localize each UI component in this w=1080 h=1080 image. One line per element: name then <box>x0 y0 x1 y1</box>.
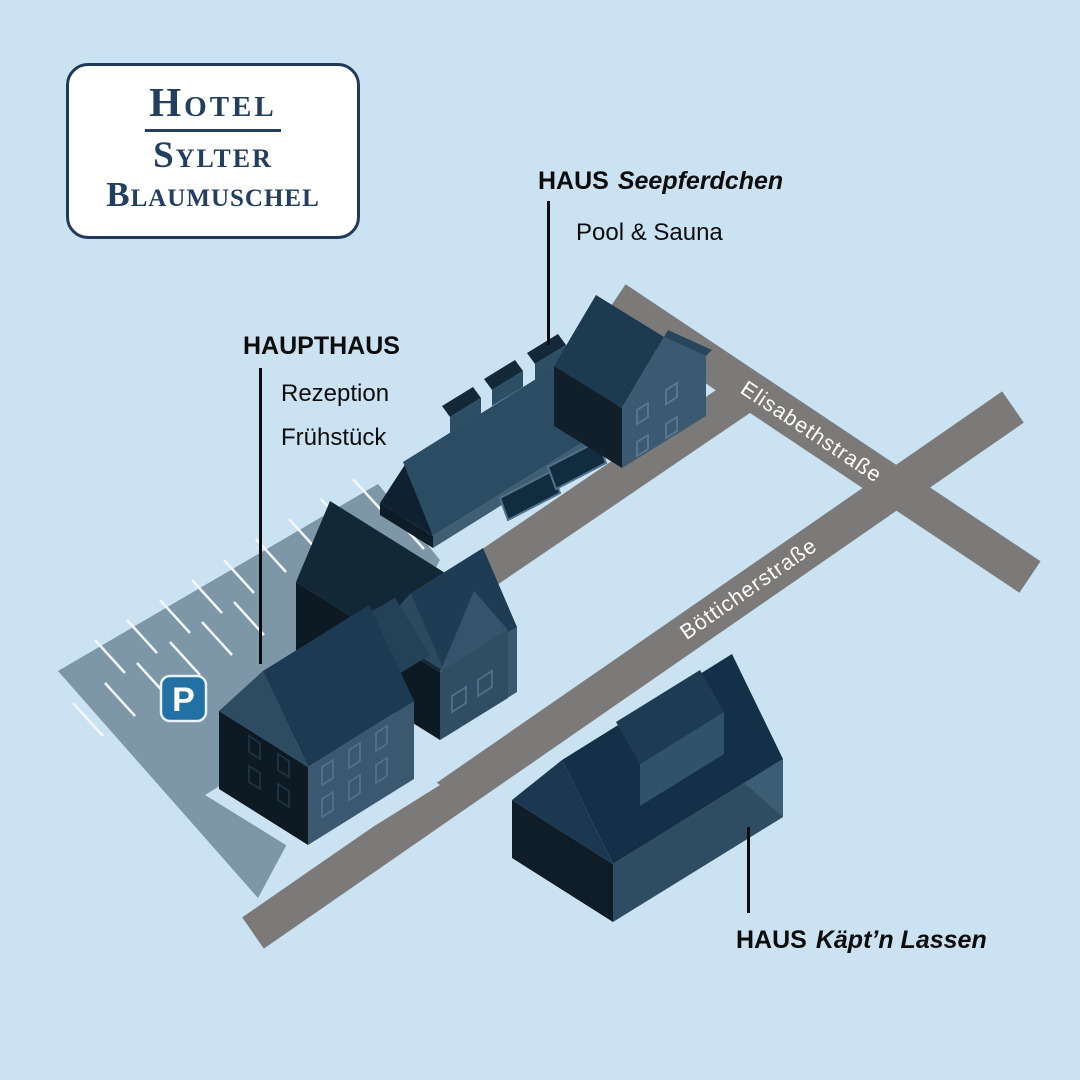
dormer-front <box>450 398 481 433</box>
window-mark <box>277 752 290 779</box>
logo-line-sylter: Sylter <box>153 135 273 176</box>
label-prefix: HAUS <box>736 926 807 954</box>
window-mark <box>665 415 678 440</box>
front-house-roof <box>263 605 414 767</box>
dormer-top <box>527 334 566 364</box>
parking-line <box>223 559 255 594</box>
hall-end-wall <box>380 503 433 548</box>
label-rezeption: Rezeption <box>281 380 390 407</box>
house-side-wall <box>554 366 622 468</box>
kaeptn-gable <box>512 760 613 864</box>
window-mark <box>636 433 649 458</box>
road-access-lane <box>464 378 755 593</box>
logo-line-blaumuschel: Blaumuschel <box>106 174 320 214</box>
window-mark <box>636 401 649 426</box>
dormer-front <box>535 345 566 380</box>
front-house-windows <box>321 669 493 819</box>
kaeptn-end-facet <box>744 759 783 817</box>
window-mark <box>248 764 261 791</box>
label-prefix: HAUS <box>538 167 609 195</box>
logo-divider <box>145 129 281 132</box>
front-house-gable <box>219 671 308 767</box>
front-house-left-wall <box>219 711 308 845</box>
label-name: Käpt’n Lassen <box>815 926 987 954</box>
house-roof-slope <box>554 295 664 408</box>
parking-line <box>352 478 384 513</box>
leader-line-kaeptn-lassen <box>747 827 750 913</box>
wing-end-gable <box>440 591 508 672</box>
house-gable-wall <box>622 337 706 468</box>
leader-line-seepferdchen <box>547 201 550 345</box>
house-windows <box>636 381 678 458</box>
label-fruehstueck: Frühstück <box>281 424 387 451</box>
label-name: Seepferdchen <box>617 167 784 195</box>
label-haupthaus: HAUPTHAUS <box>243 332 400 360</box>
leader-line-haupthaus <box>259 368 262 664</box>
window-mark <box>248 734 261 761</box>
building-haupthaus <box>219 501 517 845</box>
window-mark <box>375 724 388 753</box>
building-kaeptn-lassen <box>512 654 783 922</box>
window-mark <box>321 758 334 787</box>
wing-end-wall <box>440 630 508 740</box>
window-mark <box>277 782 290 809</box>
parking-line <box>191 579 223 614</box>
hall-gable <box>380 463 433 536</box>
kaeptn-notch-roof <box>616 670 724 764</box>
kaeptn-left-wall <box>512 800 613 922</box>
window-mark <box>321 790 334 819</box>
parking-sign-box <box>159 674 208 723</box>
window-mark <box>665 381 678 406</box>
label-haus-seepferdchen: HAUS Seepferdchen <box>538 169 783 194</box>
parking-sign-letter: P <box>172 681 195 719</box>
window-mark <box>348 773 361 802</box>
building-seepferdchen <box>380 295 712 548</box>
parking-sign: P <box>159 674 208 723</box>
dormer-top <box>484 360 523 390</box>
parking-line <box>72 702 104 737</box>
parking-line <box>159 599 191 634</box>
parking-line <box>94 639 126 674</box>
dormer-top <box>442 387 481 417</box>
window-mark <box>451 685 467 714</box>
label-pool-sauna: Pool & Sauna <box>576 219 723 246</box>
road-boettcherstrasse <box>242 391 1024 949</box>
window-mark <box>348 741 361 770</box>
dormer-front <box>492 371 523 406</box>
kaeptn-notch-wall <box>640 712 724 806</box>
house-roof-edge <box>664 330 712 356</box>
parking-line <box>126 619 158 654</box>
window-mark <box>375 756 388 785</box>
street-label-boettcherstrasse: Bötticherstraße <box>676 533 822 644</box>
parking-line <box>201 621 233 656</box>
logo-line-hotel: Hotel <box>149 79 277 125</box>
parking-line <box>169 641 201 676</box>
shaded-windows <box>248 734 290 809</box>
window-mark <box>477 669 493 698</box>
street-label-elisabethstrasse: Elisabethstraße <box>736 376 886 487</box>
hotel-logo: Hotel Sylter Blaumuschel <box>66 63 360 239</box>
parking-line <box>104 682 136 717</box>
label-haus-kaeptn-lassen: HAUS Käpt’n Lassen <box>736 928 987 953</box>
kaeptn-right-wall <box>613 759 783 922</box>
